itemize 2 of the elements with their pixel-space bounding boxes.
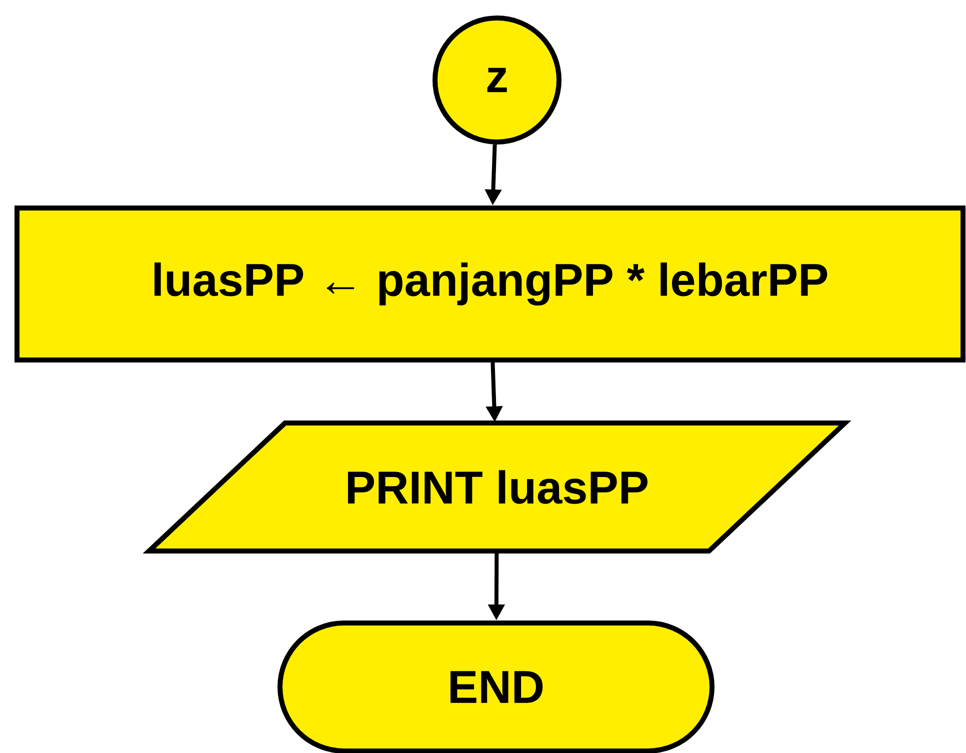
terminator-box: END bbox=[278, 620, 714, 753]
process-box: luasPP ← panjangPP * lebarPP bbox=[14, 206, 966, 362]
